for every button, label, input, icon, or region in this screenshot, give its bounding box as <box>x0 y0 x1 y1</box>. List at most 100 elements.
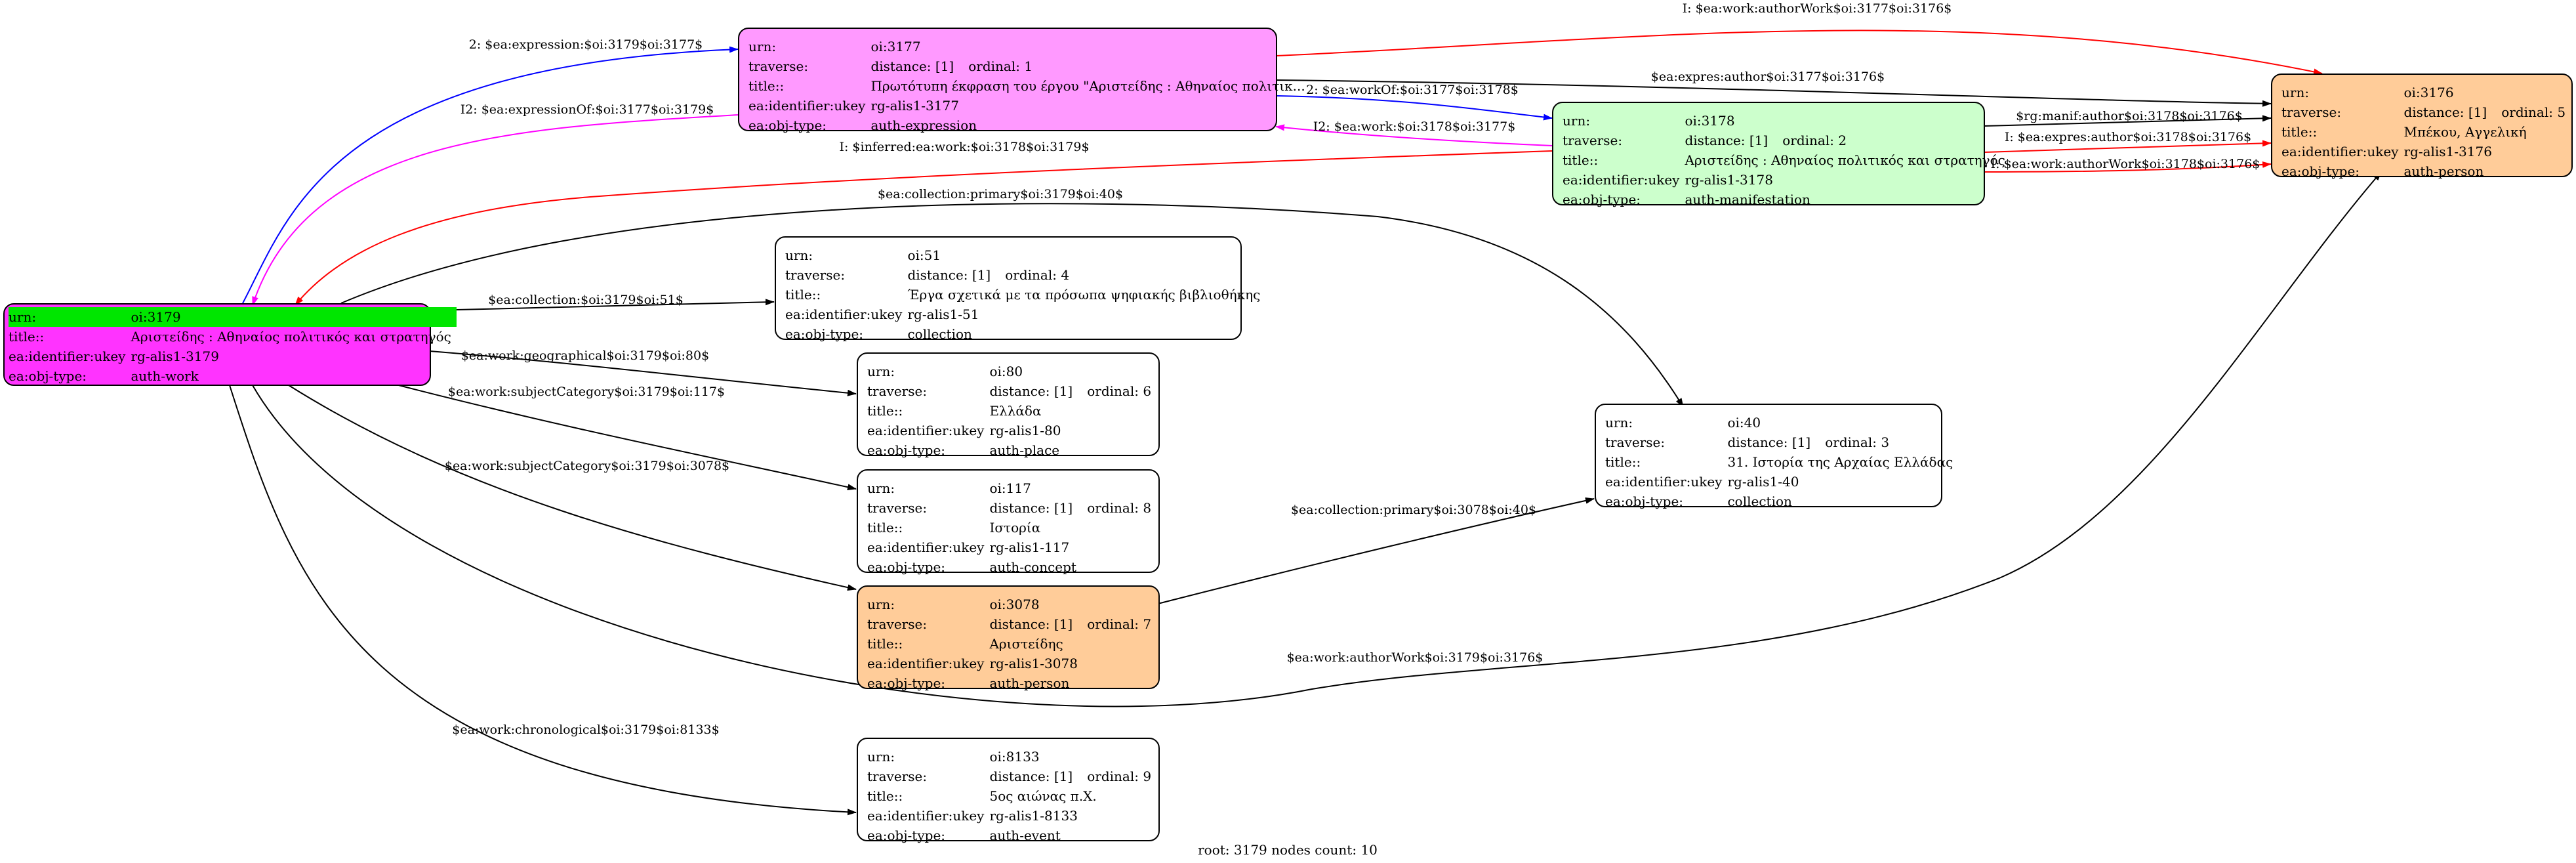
edge-3178-3179-inferred <box>295 150 1553 306</box>
node-oi-51[interactable]: urn:oi:51 traverse:distance: [1]ordinal:… <box>775 236 1260 342</box>
node-oi-3177[interactable]: urn:oi:3177 traverse:distance: [1]ordina… <box>738 28 1305 133</box>
urn-label: urn: <box>2281 85 2310 100</box>
ukey-label: ea:identifier:ukey <box>1563 172 1680 188</box>
edge-label-3179-3078: $ea:work:subjectCategory$oi:3179$oi:3078… <box>444 459 730 473</box>
edge-3179-3176-authorwork <box>252 171 2382 707</box>
urn-label: urn: <box>867 597 895 612</box>
urn-value: oi:8133 <box>989 749 1040 765</box>
edge-3178-3177-work <box>1275 124 1553 146</box>
title-label: title:: <box>785 287 821 303</box>
traverse-label: traverse: <box>1563 133 1623 148</box>
objtype-value: auth-manifestation <box>1685 192 1810 207</box>
title-value: Μπέκου, Αγγελική <box>2403 124 2527 140</box>
edge-3178-3176-authorwork <box>1983 161 2272 173</box>
edge-3177-3176-expres-author <box>1275 79 2272 107</box>
edge-label-3178-3176-manif: $rg:manif:author$oi:3178$oi:3176$ <box>2016 109 2243 123</box>
node-oi-40[interactable]: urn:oi:40 traverse:distance: [1]ordinal:… <box>1595 404 1953 509</box>
edge-label-3178-3179: I: $inferred:ea:work:$oi:3178$oi:3179$ <box>839 140 1090 154</box>
title-label: title:: <box>9 329 45 345</box>
urn-value: oi:3179 <box>131 309 181 325</box>
title-label: title:: <box>867 636 903 652</box>
title-value: Ιστορία <box>989 520 1041 536</box>
ukey-value: rg-alis1-40 <box>1727 474 1799 490</box>
ukey-value: rg-alis1-117 <box>989 539 1070 555</box>
edge-label-3179-3176: $ea:work:authorWork$oi:3179$oi:3176$ <box>1286 650 1544 665</box>
urn-value: oi:3176 <box>2403 85 2454 100</box>
node-oi-3078[interactable]: urn:oi:3078 traverse:distance: [1]ordina… <box>857 585 1160 691</box>
traverse-label: traverse: <box>2281 104 2342 120</box>
distance-value: distance: [1]ordinal: 7 <box>989 616 1152 632</box>
edge-3179-3078-subjectcategory <box>288 385 857 591</box>
edge-3177-3176-authorwork <box>1275 30 2323 75</box>
node-oi-80[interactable]: urn:oi:80 traverse:distance: [1]ordinal:… <box>857 352 1160 458</box>
ukey-label: ea:identifier:ukey <box>9 348 126 364</box>
urn-value: oi:40 <box>1727 415 1761 431</box>
edge-3179-40-collection <box>340 203 1684 408</box>
ukey-value: rg-alis1-8133 <box>989 808 1078 824</box>
edge-label-3179-80: $ea:work:geographical$oi:3179$oi:80$ <box>460 348 710 363</box>
title-label: title:: <box>1605 454 1641 470</box>
distance-value: distance: [1]ordinal: 5 <box>2403 104 2566 120</box>
objtype-value: collection <box>907 326 972 342</box>
ukey-value: rg-alis1-80 <box>989 423 1061 438</box>
title-value: Έργα σχετικά με τα πρόσωπα ψηφιακής βιβλ… <box>907 287 1261 303</box>
urn-value: oi:3177 <box>870 39 921 54</box>
edge-label-3178-3176-authorwork: I: $ea:work:authorWork$oi:3178$oi:3176$ <box>1990 157 2260 171</box>
urn-label: urn: <box>867 480 895 496</box>
title-label: title:: <box>748 78 785 94</box>
ukey-value: rg-alis1-3178 <box>1685 172 1773 188</box>
title-value: Αριστείδης : Αθηναίος πολιτικός και στρα… <box>1685 152 2005 168</box>
ukey-label: ea:identifier:ukey <box>785 306 903 322</box>
edge-3177-3179-expressionof <box>252 114 739 306</box>
edge-3179-51-collection <box>429 299 775 311</box>
distance-value: distance: [1]ordinal: 9 <box>989 768 1152 784</box>
urn-label: urn: <box>867 749 895 765</box>
objtype-label: ea:obj-type: <box>785 326 864 342</box>
objtype-label: ea:obj-type: <box>867 442 946 458</box>
edge-3179-80-geographical <box>429 350 857 396</box>
edge-3177-3178-workof <box>1275 95 1553 121</box>
edge-3078-40-collection <box>1157 497 1595 604</box>
edge-3179-3177-expression <box>242 46 739 304</box>
objtype-value: auth-person <box>989 675 1070 691</box>
edge-label-3177-3178: 2: $ea:workOf:$oi:3177$oi:3178$ <box>1306 83 1519 97</box>
edge-label-3178-3176-expres: I: $ea:expres:author$oi:3178$oi:3176$ <box>2004 130 2252 144</box>
objtype-label: ea:obj-type: <box>867 559 946 575</box>
node-oi-8133[interactable]: urn: oi:8133 traverse: distance: [1]ordina… <box>857 738 1160 843</box>
distance-value: distance: [1]ordinal: 8 <box>989 500 1152 516</box>
distance-value: distance: [1]ordinal: 2 <box>1685 133 1847 148</box>
urn-value: oi:3078 <box>989 597 1040 612</box>
title-label: title:: <box>2281 124 2318 140</box>
title-value: Αριστείδης <box>989 636 1063 652</box>
node-oi-3176[interactable]: urn: oi:3176 traverse: distance: [1]ordina… <box>2271 74 2573 179</box>
objtype-label: ea:obj-type: <box>867 828 946 843</box>
node-oi-3178[interactable]: urn:oi:3178 traverse:distance: [1]ordina… <box>1552 102 2005 207</box>
traverse-label: traverse: <box>867 768 928 784</box>
objtype-value: collection <box>1727 494 1792 509</box>
distance-value: distance: [1]ordinal: 6 <box>989 383 1152 399</box>
distance-value: distance: [1]ordinal: 3 <box>1727 434 1890 450</box>
urn-value: oi:117 <box>989 480 1031 496</box>
title-value: Ελλάδα <box>989 403 1042 419</box>
title-label: title:: <box>867 520 903 536</box>
urn-label: urn: <box>1605 415 1633 431</box>
edge-label-3177-3179: I2: $ea:expressionOf:$oi:3177$oi:3179$ <box>460 102 714 117</box>
title-label: title:: <box>867 403 903 419</box>
urn-value: oi:51 <box>907 247 941 263</box>
traverse-label: traverse: <box>867 383 928 399</box>
node-oi-117[interactable]: urn:oi:117 traverse:distance: [1]ordinal… <box>857 469 1160 575</box>
objtype-label: ea:obj-type: <box>1563 192 1641 207</box>
ukey-label: ea:identifier:ukey <box>748 98 866 114</box>
distance-value: distance: [1]ordinal: 4 <box>907 267 1070 283</box>
objtype-label: ea:obj-type: <box>748 117 827 133</box>
objtype-value: auth-concept <box>989 559 1076 575</box>
ukey-value: rg-alis1-51 <box>907 306 979 322</box>
edge-3179-8133-chronological <box>229 385 857 816</box>
urn-label: urn: <box>9 309 37 325</box>
ukey-label: ea:identifier:ukey <box>2281 144 2399 159</box>
edge-label-3179-51: $ea:collection:$oi:3179$oi:51$ <box>488 293 684 307</box>
title-label: title:: <box>867 788 903 804</box>
urn-label: urn: <box>1563 113 1591 129</box>
ukey-value: rg-alis1-3179 <box>131 348 219 364</box>
node-oi-3179-root[interactable]: urn:oi:3179 title::Αριστείδης : Αθηναίος… <box>3 303 457 386</box>
